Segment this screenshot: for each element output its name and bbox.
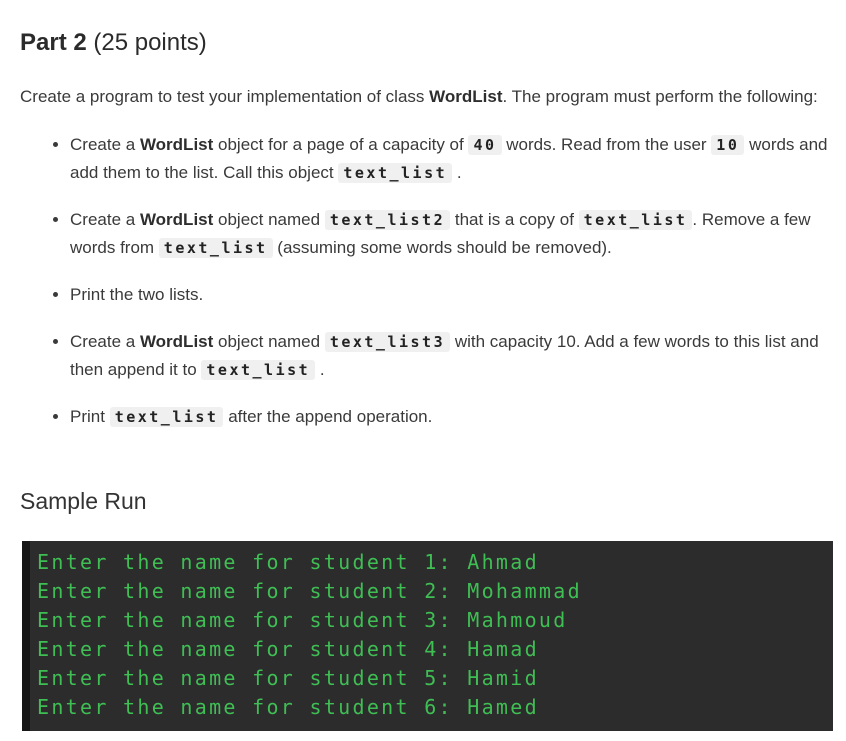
terminal-line: Enter the name for student 4: Hamad <box>37 637 539 661</box>
terminal-line: Enter the name for student 2: Mohammad <box>37 579 582 603</box>
text-run: Print <box>70 407 110 426</box>
text-run: after the append operation. <box>223 407 433 426</box>
requirement-item-1: Create a WordList object for a page of a… <box>70 131 833 187</box>
text-run: object named <box>213 332 325 351</box>
text-run: (assuming some words should be removed). <box>272 238 612 257</box>
terminal-line: Enter the name for student 1: Ahmad <box>37 550 539 574</box>
part-heading-title: Part 2 <box>20 29 87 56</box>
text-run: with capacity 10. Add a few words to thi… <box>70 332 819 379</box>
terminal-line: Enter the name for student 3: Mahmoud <box>37 608 568 632</box>
requirement-item-4: Create a WordList object named text_list… <box>70 328 833 384</box>
sample-run-heading: Sample Run <box>20 488 147 514</box>
requirement-item-3: Print the two lists. <box>70 281 833 309</box>
requirement-item-5: Print text_list after the append operati… <box>70 403 833 431</box>
intro-paragraph: Create a program to test your implementa… <box>20 83 833 111</box>
terminal-scrollbar[interactable] <box>22 541 30 731</box>
text-run: Create a <box>70 135 140 154</box>
bold-text: WordList <box>139 332 214 351</box>
inline-code: text_list2 <box>324 210 451 230</box>
text-run: that is a copy of <box>450 210 579 229</box>
inline-code: text_list <box>158 238 273 258</box>
inline-code: 40 <box>468 135 502 155</box>
requirement-item-2: Create a WordList object named text_list… <box>70 206 833 262</box>
inline-code: text_list3 <box>324 332 451 352</box>
text-run: . <box>452 163 462 182</box>
inline-code: text_list <box>201 360 316 380</box>
text-run: . Remove a few words from <box>70 210 811 257</box>
terminal-line: Enter the name for student 6: Hamed <box>37 695 539 719</box>
part-heading-points: (25 points) <box>86 29 207 56</box>
part-heading: Part 2 (25 points) <box>20 28 833 57</box>
text-run: Print the two lists. <box>70 285 204 304</box>
text-run: words. Read from the user <box>501 135 712 154</box>
text-run: object named <box>213 210 325 229</box>
text-run: object for a page of a capacity of <box>213 135 469 154</box>
inline-code: text_list <box>338 163 453 183</box>
bold-text: WordList <box>139 210 214 229</box>
text-run: Create a <box>70 210 140 229</box>
text-run: words and add them to the list. Call thi… <box>70 135 828 182</box>
inline-code: text_list <box>109 407 224 427</box>
terminal-line: Enter the name for student 5: Hamid <box>37 666 539 690</box>
requirements-list: Create a WordList object for a page of a… <box>20 131 833 431</box>
text-run: . <box>315 360 325 379</box>
text-run: Create a <box>70 332 140 351</box>
bold-text: WordList <box>139 135 214 154</box>
text-run: Create a program to test your implementa… <box>20 87 430 106</box>
inline-code: text_list <box>578 210 693 230</box>
text-run: . The program must perform the following… <box>502 87 818 106</box>
bold-text: WordList <box>429 87 503 106</box>
inline-code: 10 <box>711 135 745 155</box>
